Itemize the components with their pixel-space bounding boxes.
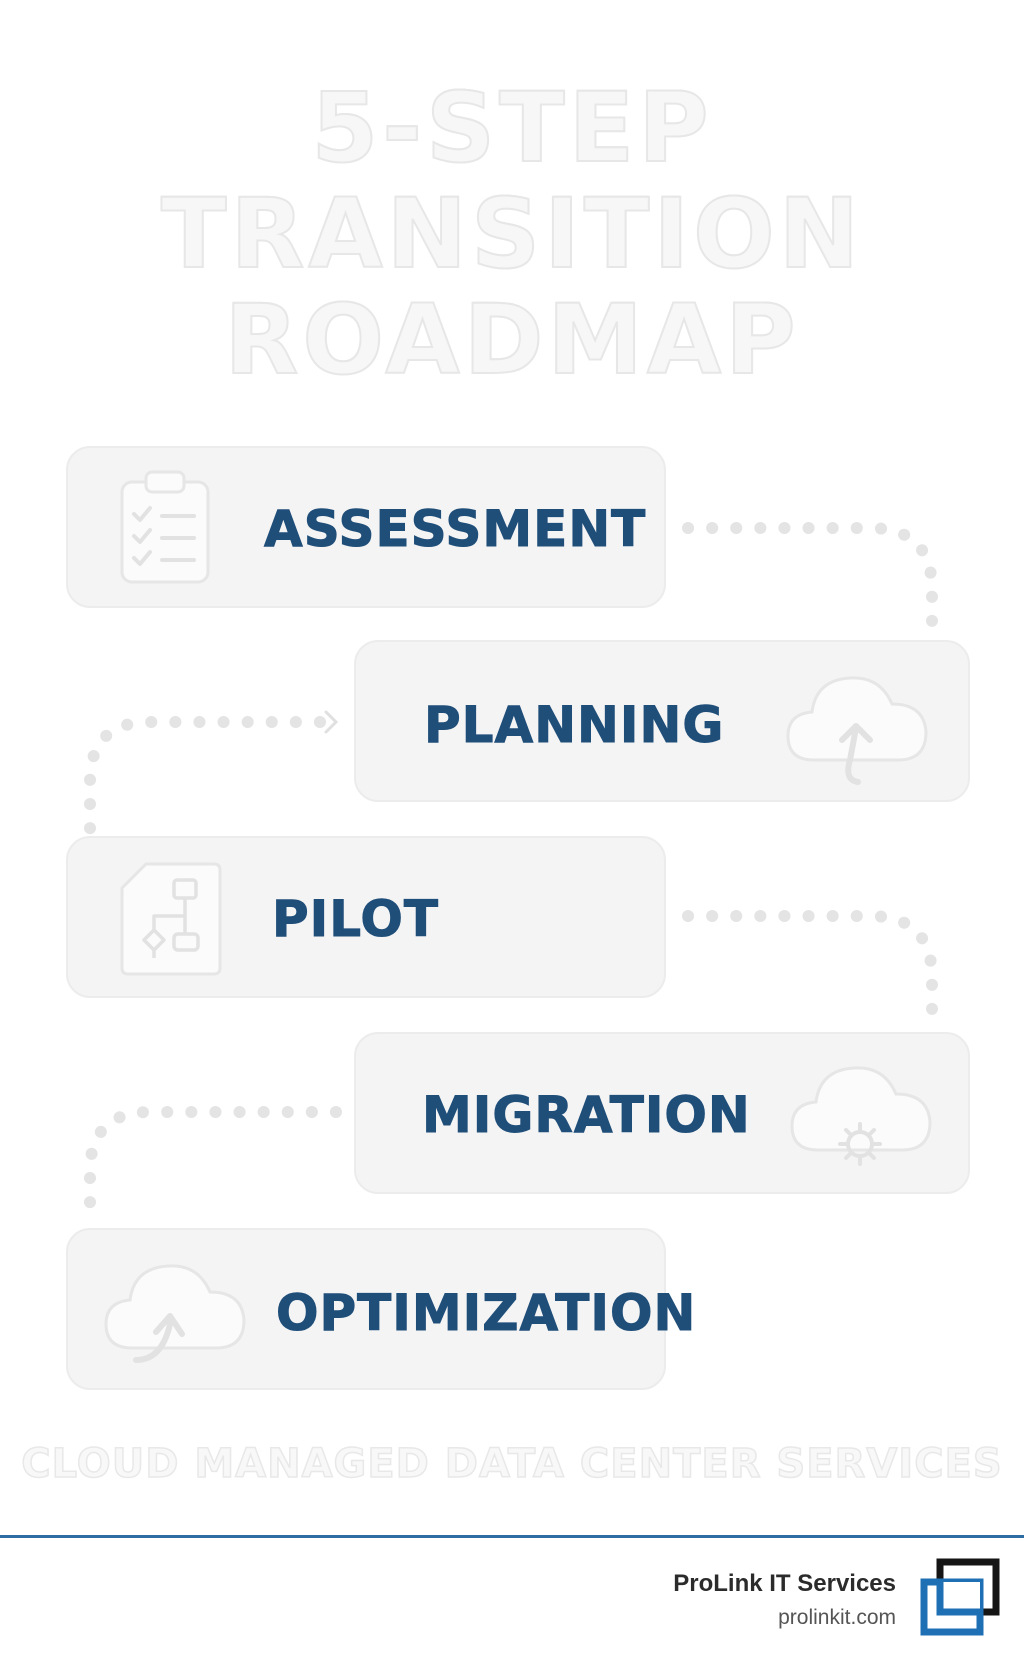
- title-line-2: TRANSITION: [160, 178, 864, 290]
- brand-name: ProLink IT Services: [673, 1570, 896, 1597]
- cloud-upload-icon: [784, 664, 930, 790]
- step-card-assessment: ASSESSMENT: [66, 446, 666, 608]
- step-card-pilot: PILOT: [66, 836, 666, 998]
- cloud-gear-icon: [788, 1054, 934, 1180]
- cloud-arrow-icon: [102, 1252, 248, 1378]
- step-label: PILOT: [272, 890, 439, 948]
- title-line-3: ROADMAP: [223, 284, 800, 396]
- footer-divider: [0, 1535, 1024, 1538]
- step-label: OPTIMIZATION: [275, 1284, 697, 1342]
- step-label: PLANNING: [423, 696, 725, 754]
- brand-url[interactable]: prolinkit.com: [778, 1606, 896, 1629]
- step-label: ASSESSMENT: [263, 500, 647, 558]
- flowchart-icon: [118, 860, 222, 980]
- step-card-optimization: OPTIMIZATION: [66, 1228, 696, 1390]
- step-label: MIGRATION: [422, 1086, 751, 1144]
- prolink-logo-icon[interactable]: [920, 1556, 1000, 1640]
- clipboard-checklist-icon: [118, 470, 212, 590]
- subtitle: CLOUD MANAGED DATA CENTER SERVICES: [21, 1440, 1003, 1488]
- step-connectors: [84, 522, 938, 1226]
- step-card-planning: PLANNING: [354, 640, 970, 802]
- title-line-1: 5-STEP: [310, 72, 713, 184]
- step-card-migration: MIGRATION: [354, 1032, 970, 1194]
